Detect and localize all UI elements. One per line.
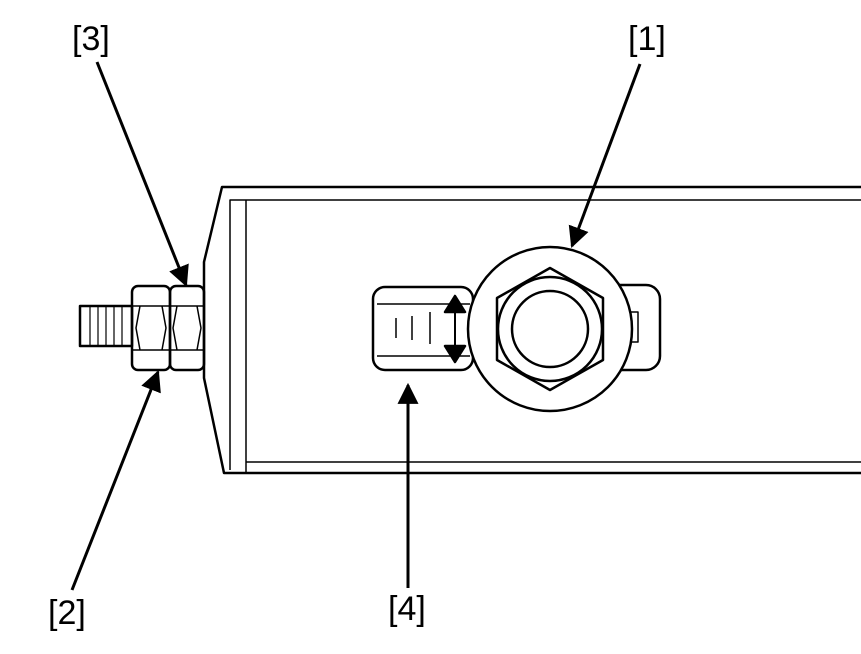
threaded-bolt: [78, 304, 134, 348]
callout-label-3: [3]: [72, 20, 110, 58]
leader-arrow-1: [568, 63, 642, 248]
leader-arrow-3: [95, 61, 189, 287]
callout-label-1: [1]: [628, 20, 666, 58]
callout-label-4: [4]: [388, 590, 426, 628]
adjustment-slot-scale: [371, 285, 475, 372]
hex-nut-inner: [168, 284, 206, 372]
adjustment-bolt-head: [466, 245, 634, 413]
callout-label-2: [2]: [48, 594, 86, 632]
leader-arrows: [70, 61, 642, 591]
hex-nut-outer: [130, 284, 172, 372]
leader-arrow-2: [70, 370, 161, 591]
